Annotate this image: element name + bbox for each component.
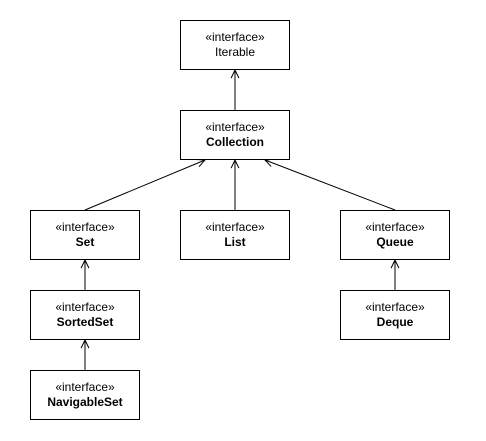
- open-arrowhead-icon: [390, 258, 400, 269]
- stereotype-label: «interface»: [365, 300, 425, 314]
- stereotype-label: «interface»: [55, 380, 115, 394]
- interface-name: NavigableSet: [47, 395, 123, 409]
- interface-name: Set: [75, 235, 95, 249]
- open-arrowhead-icon: [230, 68, 240, 79]
- stereotype-label: «interface»: [55, 300, 115, 314]
- set-interface-box: «interface» Set: [30, 210, 140, 260]
- interface-name: Deque: [376, 315, 414, 329]
- stereotype-label: «interface»: [205, 30, 265, 44]
- collection-interface-box: «interface» Collection: [180, 110, 290, 160]
- stereotype-label: «interface»: [365, 220, 425, 234]
- set-to-collection-edge: [84, 159, 206, 211]
- interface-name: Iterable: [214, 45, 256, 59]
- sortedset-interface-box: «interface» SortedSet: [30, 290, 140, 340]
- open-arrowhead-icon: [80, 258, 90, 269]
- interface-name: Queue: [376, 235, 414, 249]
- interface-name: List: [224, 235, 246, 249]
- iterable-interface-box: «interface» Iterable: [180, 20, 290, 70]
- stereotype-label: «interface»: [205, 120, 265, 134]
- stereotype-label: «interface»: [205, 220, 265, 234]
- interface-name: Collection: [205, 135, 264, 149]
- interface-name: SortedSet: [56, 315, 114, 329]
- deque-interface-box: «interface» Deque: [340, 290, 450, 340]
- queue-interface-box: «interface» Queue: [340, 210, 450, 260]
- list-interface-box: «interface» List: [180, 210, 290, 260]
- queue-to-collection-edge: [264, 159, 396, 211]
- open-arrowhead-icon: [230, 158, 240, 169]
- stereotype-label: «interface»: [55, 220, 115, 234]
- open-arrowhead-icon: [80, 338, 90, 349]
- navigableset-interface-box: «interface» NavigableSet: [30, 370, 140, 420]
